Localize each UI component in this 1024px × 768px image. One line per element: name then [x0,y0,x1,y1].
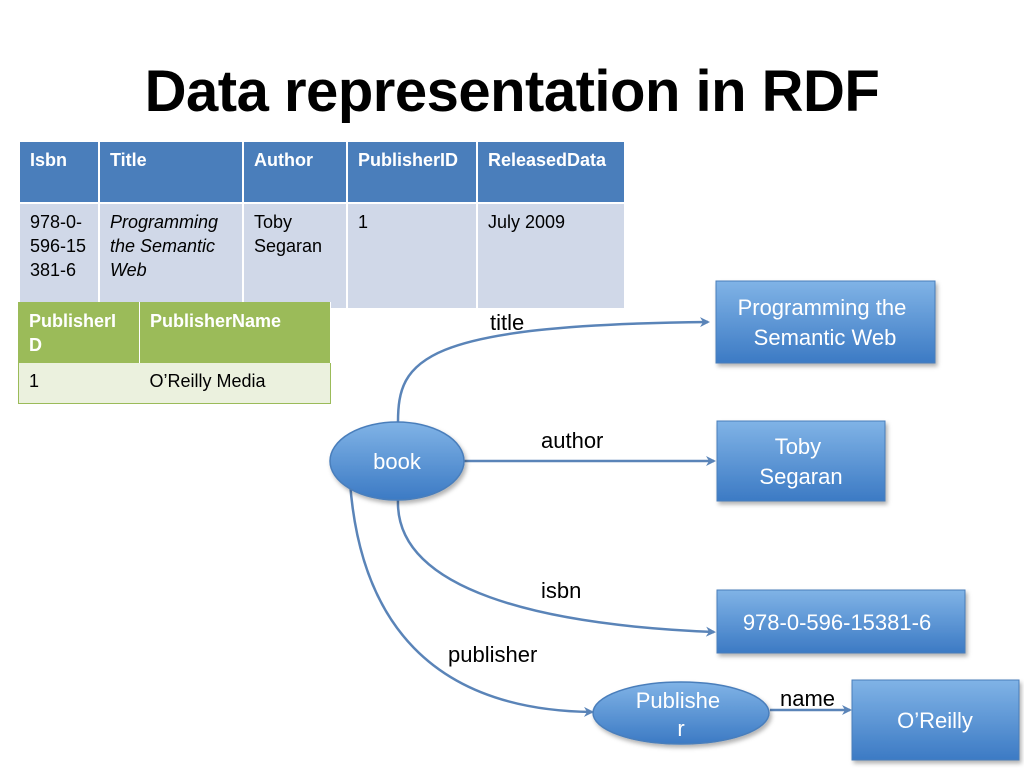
edge-label-isbn: isbn [541,578,581,603]
publisher-header-name: PublisherName [139,302,331,363]
edge-label-publisher: publisher [448,642,537,667]
author-literal-text: Toby Segaran [759,434,842,489]
publisher-header-id: PublisherID [18,302,140,363]
title-literal-text: Programming the Semantic Web [738,295,913,350]
edge-label-name: name [780,686,835,711]
isbn-literal-text: 978-0-596-15381-6 [743,610,931,635]
title-literal: Programming the Semantic Web [715,280,936,364]
book-table-header-row: Isbn Title Author PublisherID ReleasedDa… [18,140,626,204]
publisher-table-row: 1 O’Reilly Media [18,363,331,404]
book-header-isbn: Isbn [18,140,100,204]
book-header-publisherid: PublisherID [346,140,478,204]
publisher-cell-name: O’Reilly Media [139,363,331,404]
book-cell-releaseddata: July 2009 [476,202,626,310]
publisher-cell-id: 1 [18,363,140,404]
book-header-author: Author [242,140,348,204]
edge-title [396,317,710,423]
publisher-table-header-row: PublisherID PublisherName [18,302,331,363]
book-node: book [329,421,465,501]
book-header-title: Title [98,140,244,204]
publisher-node-label: Publishe r [636,688,727,741]
book-header-releaseddata: ReleasedData [476,140,626,204]
name-literal: O’Reilly [851,679,1020,761]
edge-isbn [396,499,716,637]
author-literal: Toby Segaran [716,420,886,502]
name-literal-text: O’Reilly [897,708,973,733]
book-table-row: 978-0-596-15381-6 Programming the Semant… [18,202,626,310]
book-cell-isbn: 978-0-596-15381-6 [18,202,100,310]
book-cell-author: Toby Segaran [242,202,348,310]
isbn-literal: 978-0-596-15381-6 [716,589,966,654]
book-table: Isbn Title Author PublisherID ReleasedDa… [18,140,626,310]
book-cell-publisherid: 1 [346,202,478,310]
slide-title: Data representation in RDF [144,59,880,124]
book-cell-title: Programming the Semantic Web [98,202,244,310]
publisher-table: PublisherID PublisherName 1 O’Reilly Med… [18,302,331,404]
edge-label-author: author [541,428,603,453]
edge-label-title: title [490,310,524,335]
edge-publisher [348,481,594,717]
book-node-label: book [373,449,422,474]
publisher-node: Publishe r [592,681,770,745]
